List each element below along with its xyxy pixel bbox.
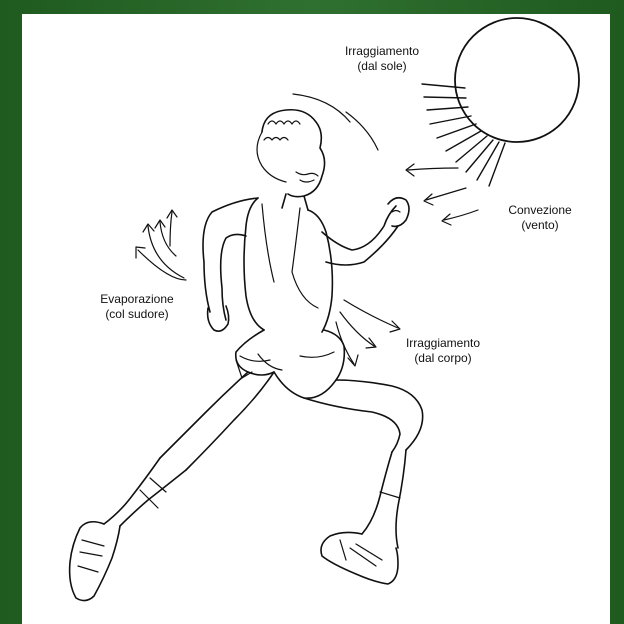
label-evaporation: Evaporazione (col sudore) bbox=[82, 292, 192, 322]
runner-figure bbox=[70, 110, 423, 601]
label-sun-radiation-line1: Irraggiamento bbox=[332, 44, 432, 59]
sun-icon bbox=[422, 18, 579, 186]
label-convection: Convezione (vento) bbox=[490, 203, 590, 233]
label-body-radiation-line1: Irraggiamento bbox=[388, 336, 498, 351]
label-evaporation-line1: Evaporazione bbox=[82, 292, 192, 307]
sun-radiation-waves bbox=[293, 94, 378, 150]
label-convection-line2: (vento) bbox=[490, 218, 590, 233]
convection-arrows bbox=[406, 164, 478, 225]
evaporation-arrows bbox=[136, 210, 186, 280]
label-sun-radiation-line2: (dal sole) bbox=[332, 59, 432, 74]
label-evaporation-line2: (col sudore) bbox=[82, 307, 192, 322]
label-sun-radiation: Irraggiamento (dal sole) bbox=[332, 44, 432, 74]
label-convection-line1: Convezione bbox=[490, 203, 590, 218]
label-body-radiation-line2: (dal corpo) bbox=[388, 351, 498, 366]
label-body-radiation: Irraggiamento (dal corpo) bbox=[388, 336, 498, 366]
